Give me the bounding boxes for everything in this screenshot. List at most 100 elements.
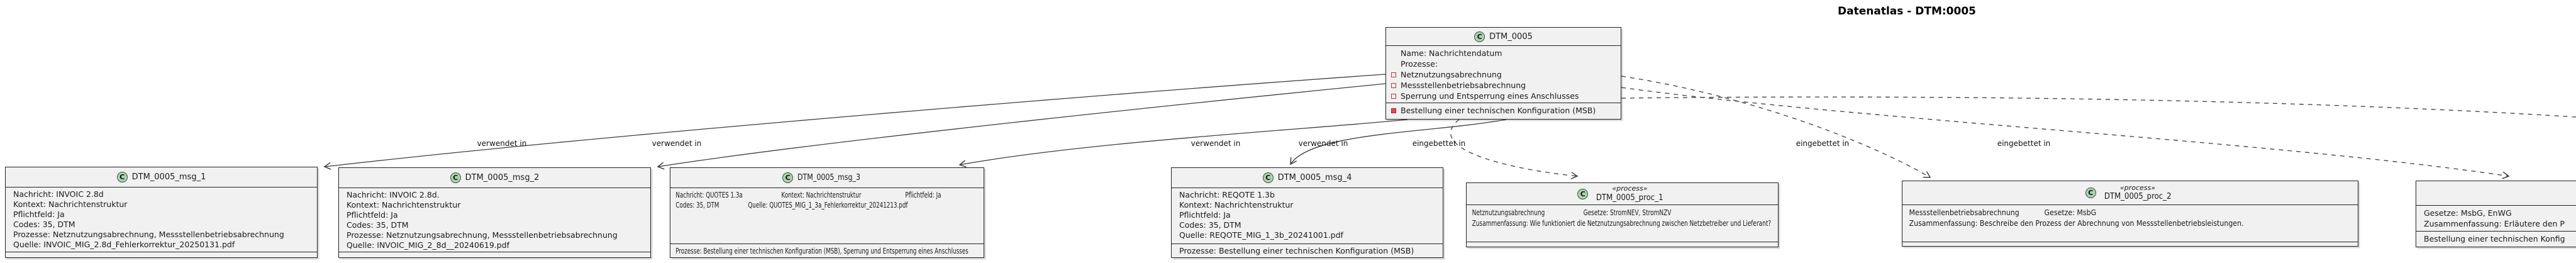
- class-node-dtm-0005: C DTM_0005 Name: Nachrichtendatum Prozes…: [1385, 27, 1621, 120]
- attribute-line: Codes: 35, DTM: [675, 200, 719, 210]
- edge-label-eingebettet-in-3: eingebettet in: [1997, 139, 2051, 148]
- attribute-line: Quelle: INVOIC_MIG_2_8d__20240619.pdf: [347, 240, 510, 250]
- attribute-line: Prozesse: Netznutzungsabrechnung, Messst…: [347, 230, 618, 240]
- node-header: C DTM_0005_msg_4: [1172, 168, 1443, 188]
- node-title: DTM_0005_msg_1: [131, 172, 206, 182]
- attribute-line: Pflichtfeld: Ja: [1179, 210, 1231, 220]
- attributes-compartment: Gesetze: MsbG, EnWG Zusammenfassung: Erl…: [2416, 206, 2576, 231]
- attributes-compartment: Netznutzungsabrechnung Gesetze: StromNEV…: [1467, 205, 1778, 242]
- edge-dtm-to-msg2: [657, 83, 1386, 170]
- methods-compartment-empty: [1467, 242, 1778, 246]
- attribute-line: Codes: 35, DTM: [13, 220, 75, 229]
- field-line: Netznutzungsabrechnung: [1386, 69, 1621, 80]
- attributes-compartment: Messstellenbetriebsabrechnung Gesetze: M…: [1902, 205, 2358, 242]
- attribute-line: Pflichtfeld: Ja: [347, 210, 398, 220]
- class-circle-icon: C: [1262, 172, 1274, 183]
- field-square-icon: [1391, 72, 1396, 77]
- class-circle-icon: C: [782, 172, 794, 183]
- attribute-line: Quelle: QUOTES_MIG_1_3a_Fehlerkorrektur_…: [747, 200, 908, 210]
- attribute-line: Quelle: INVOIC_MIG_2.8d_Fehlerkorrektur_…: [13, 240, 235, 249]
- class-circle-icon: C: [450, 172, 461, 183]
- method-label: Bestellung einer technischen Konfigurati…: [1401, 106, 1596, 115]
- methods-compartment: Prozesse: Bestellung einer technischen K…: [670, 243, 984, 257]
- attribute-line: Gesetze: MsbG: [2044, 208, 2097, 217]
- attribute-line: Nachricht: INVOIC 2.8d.: [347, 190, 440, 199]
- method-square-icon: [1391, 108, 1396, 113]
- attribute-line: Messstellenbetriebsabrechnung: [1909, 208, 2019, 217]
- node-header: C DTM_0005_msg_1: [6, 167, 317, 187]
- edge-label-verwendet-in-4: verwendet in: [1298, 139, 1348, 148]
- node-title: DTM_0005: [1489, 31, 1533, 42]
- methods-compartment-empty: [6, 252, 317, 257]
- edge-label-eingebettet-in-2: eingebettet in: [1796, 139, 1850, 148]
- class-node-dtm-0005-proc-1: C «process» DTM_0005_proc_1 Netznutzungs…: [1466, 182, 1779, 247]
- attribute-line: Quelle: REQOTE_MIG_1_3b_20241001.pdf: [1179, 230, 1343, 240]
- methods-compartment: Prozesse: Bestellung einer technischen K…: [1172, 243, 1443, 257]
- node-header: C «process» DTM_0005_proc_2: [1902, 181, 2358, 205]
- edge-dtm-to-msg3: [958, 119, 1408, 168]
- attributes-compartment: Nachricht: INVOIC 2.8d Kontext: Nachrich…: [6, 187, 317, 252]
- class-node-dtm-0005-msg-2: C DTM_0005_msg_2 Nachricht: INVOIC 2.8d.…: [338, 167, 651, 258]
- field-label: Messstellenbetriebsabrechnung: [1401, 81, 1526, 90]
- field-square-icon: [1391, 82, 1396, 88]
- class-node-dtm-0005-msg-1: C DTM_0005_msg_1 Nachricht: INVOIC 2.8d …: [5, 167, 318, 258]
- attributes-compartment: Nachricht: QUOTES 1.3a Kontext: Nachrich…: [670, 188, 984, 243]
- node-header: C DTM_0005_msg_3: [670, 168, 984, 188]
- page-title: Datenatlas - DTM:0005: [1838, 5, 1976, 18]
- attribute-line: Pflichtfeld: Ja: [13, 210, 65, 219]
- attribute-line: Zusammenfassung: Erläutere den P: [2424, 219, 2565, 228]
- method-line: Bestellung einer technischen Konfigurati…: [1386, 105, 1621, 116]
- stereotype-label: «process»: [1612, 184, 1648, 193]
- node-header: [2416, 181, 2576, 206]
- class-circle-icon: C: [116, 172, 128, 182]
- class-node-dtm-0005-proc-2: C «process» DTM_0005_proc_2 Messstellenb…: [1902, 181, 2358, 247]
- edge-dtm-to-offscreen: [1621, 96, 2576, 118]
- edge-label-verwendet-in-3: verwendet in: [1191, 139, 1241, 148]
- attribute-line: Gesetze: MsbG, EnWG: [2424, 208, 2512, 218]
- methods-compartment-empty: [1902, 242, 2358, 246]
- attribute-line: Kontext: Nachrichtenstruktur: [1179, 200, 1294, 210]
- attribute-line: Netznutzungsabrechnung: [1472, 208, 1545, 217]
- field-square-icon: [1391, 93, 1396, 99]
- node-header: C DTM_0005_msg_2: [339, 168, 650, 188]
- edge-dtm-to-proc1: [1450, 119, 1579, 180]
- node-title: DTM_0005_msg_4: [1277, 173, 1352, 182]
- attributes-compartment: Name: Nachrichtendatum Prozesse: Netznut…: [1386, 46, 1621, 103]
- edge-label-eingebettet-in-1: eingebettet in: [1412, 139, 1466, 148]
- attribute-line: Nachricht: INVOIC 2.8d: [13, 189, 104, 199]
- edge-dtm-to-proc2: [1621, 76, 1931, 178]
- attribute-line: Prozesse:: [1401, 59, 1438, 69]
- node-title: DTM_0005_proc_2: [2104, 192, 2172, 202]
- class-node-dtm-0005-msg-3: C DTM_0005_msg_3 Nachricht: QUOTES 1.3a …: [670, 167, 984, 258]
- attribute-line: Gesetze: StromNEV, StromNZV: [1583, 208, 1672, 217]
- attribute-line: Kontext: Nachrichtenstruktur: [13, 199, 128, 209]
- class-circle-icon: C: [2085, 187, 2096, 198]
- node-title: DTM_0005_msg_2: [465, 173, 540, 182]
- method-line: Bestellung einer technischen Konfig: [2424, 234, 2565, 243]
- attribute-line: Nachricht: REQOTE 1.3b: [1179, 190, 1275, 199]
- method-line: Prozesse: Bestellung einer technischen K…: [675, 246, 969, 255]
- class-circle-icon: C: [1577, 188, 1589, 199]
- class-node-dtm-0005-msg-4: C DTM_0005_msg_4 Nachricht: REQOTE 1.3b …: [1171, 167, 1443, 258]
- stereotype-label: «process»: [2119, 183, 2156, 192]
- node-title: DTM_0005_msg_3: [797, 173, 861, 182]
- attribute-line: Zusammenfassung: Beschreibe den Prozess …: [1909, 218, 2244, 228]
- edge-label-verwendet-in-2: verwendet in: [652, 139, 702, 148]
- field-line: Messstellenbetriebsabrechnung: [1386, 80, 1621, 91]
- edge-dtm-to-msg4: [1290, 119, 1507, 165]
- edge-dtm-to-proc3: [1621, 87, 2510, 179]
- methods-compartment-empty: [339, 252, 650, 257]
- class-circle-icon: C: [1474, 31, 1485, 42]
- attribute-line: Name: Nachrichtendatum: [1401, 48, 1502, 58]
- attribute-line: Nachricht: QUOTES 1.3a: [675, 190, 743, 199]
- node-header: C «process» DTM_0005_proc_1: [1467, 183, 1778, 205]
- attributes-compartment: Nachricht: REQOTE 1.3b Kontext: Nachrich…: [1172, 188, 1443, 243]
- method-line: Prozesse: Bestellung einer technischen K…: [1179, 246, 1414, 255]
- edge-dtm-to-msg1: [323, 74, 1386, 170]
- field-label: Sperrung und Entsperrung eines Anschluss…: [1401, 91, 1579, 101]
- node-title: DTM_0005_proc_1: [1596, 193, 1663, 203]
- attribute-line: Kontext: Nachrichtenstruktur: [347, 200, 461, 210]
- attributes-compartment: Nachricht: INVOIC 2.8d. Kontext: Nachric…: [339, 188, 650, 252]
